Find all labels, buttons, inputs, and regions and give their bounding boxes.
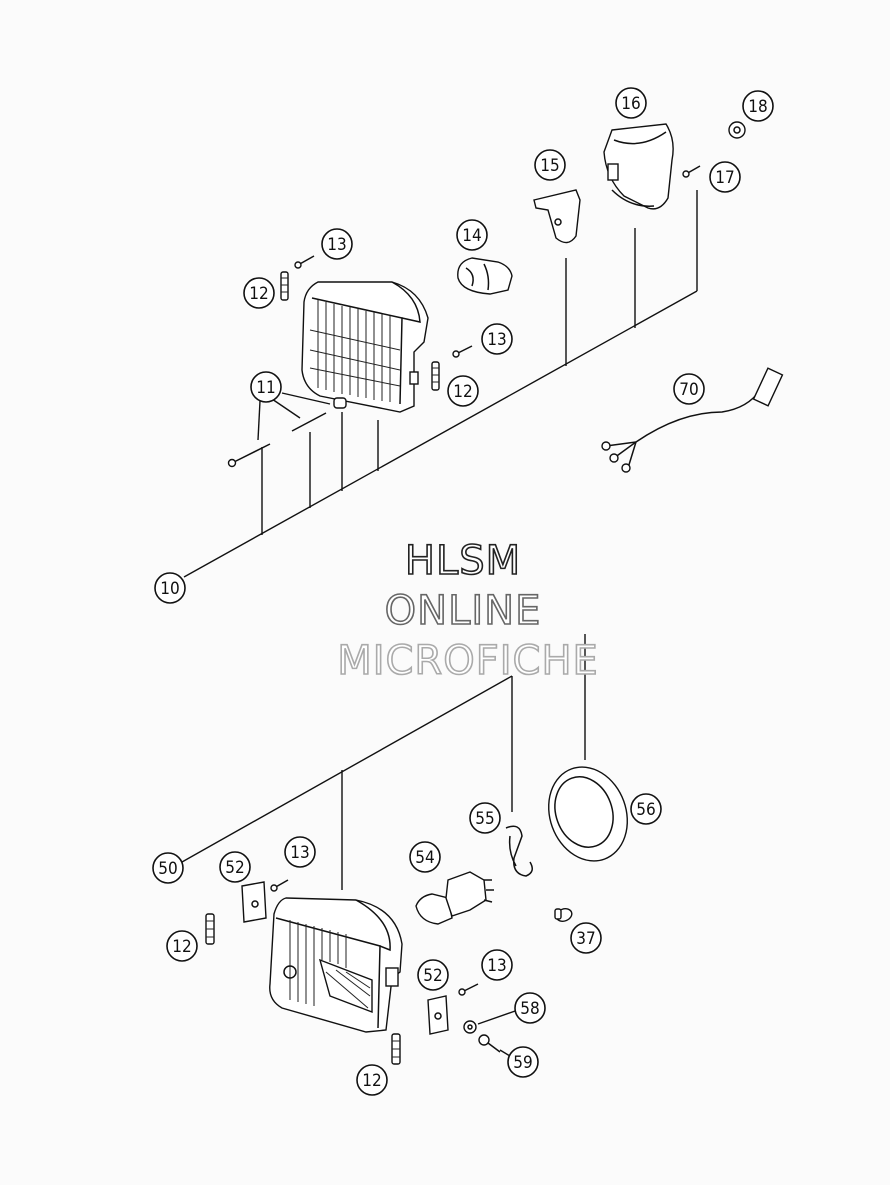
callout-13: 13 [481, 949, 513, 981]
svg-text:13: 13 [487, 956, 506, 976]
svg-text:59: 59 [513, 1053, 532, 1073]
watermark: HLSM ONLINE MICROFICHE [336, 537, 599, 685]
svg-text:50: 50 [158, 859, 177, 879]
callout-70: 70 [673, 373, 705, 405]
bulb-37 [554, 908, 573, 922]
svg-text:54: 54 [415, 848, 434, 868]
screw-13-upper-right [452, 345, 473, 358]
svg-text:58: 58 [520, 999, 539, 1019]
screw-13-lower-left [270, 879, 289, 892]
callout-12: 12 [447, 375, 479, 407]
spring-clip-55 [505, 825, 533, 877]
svg-text:13: 13 [487, 330, 506, 350]
upper-headlight-unit [301, 281, 429, 413]
svg-text:52: 52 [225, 858, 244, 878]
lower-assembly-leaders [181, 634, 586, 890]
spring-12-upper-right [431, 361, 440, 391]
svg-text:56: 56 [636, 800, 655, 820]
cover-16 [603, 123, 674, 210]
svg-text:12: 12 [172, 937, 191, 957]
callout-13: 13 [481, 323, 513, 355]
callout-13: 13 [284, 836, 316, 868]
svg-text:11: 11 [256, 378, 275, 398]
svg-text:13: 13 [327, 235, 346, 255]
svg-text:12: 12 [453, 382, 472, 402]
svg-text:52: 52 [423, 966, 442, 986]
svg-text:16: 16 [621, 94, 640, 114]
svg-text:12: 12 [362, 1071, 381, 1091]
callout-11: 11 [250, 371, 282, 403]
screw-13-upper-left [294, 255, 315, 269]
svg-text:70: 70 [679, 380, 698, 400]
callout-12: 12 [243, 277, 275, 309]
watermark-line-3: MICROFICHE [337, 638, 599, 684]
svg-text:13: 13 [290, 843, 309, 863]
callout-56: 56 [630, 793, 662, 825]
callout-52: 52 [219, 851, 251, 883]
callout-15: 15 [534, 149, 566, 181]
svg-text:18: 18 [748, 97, 767, 117]
wiring-harness-70 [601, 367, 784, 473]
callout-55: 55 [469, 802, 501, 834]
callout-12: 12 [166, 930, 198, 962]
bracket-52-right [427, 995, 449, 1035]
callout-54: 54 [409, 841, 441, 873]
callout-13: 13 [321, 228, 353, 260]
svg-text:17: 17 [715, 168, 734, 188]
bulb-54 [415, 871, 494, 925]
svg-text:10: 10 [160, 579, 179, 599]
bolt-59 [478, 1034, 501, 1053]
callout-59: 59 [507, 1046, 539, 1078]
svg-text:15: 15 [540, 156, 559, 176]
callout-16: 16 [615, 87, 647, 119]
screw-17 [682, 165, 701, 178]
svg-text:14: 14 [462, 226, 481, 246]
callout-58: 58 [514, 992, 546, 1024]
callout-10: 10 [154, 572, 186, 604]
callout-37: 37 [570, 922, 602, 954]
callout-50: 50 [152, 852, 184, 884]
bulb-14 [457, 257, 513, 295]
svg-text:37: 37 [576, 929, 595, 949]
bracket-15 [533, 189, 581, 244]
callout-12: 12 [356, 1064, 388, 1096]
spring-12-lower-left [205, 913, 215, 945]
svg-text:12: 12 [249, 284, 268, 304]
upper-assembly-leaders [183, 190, 698, 578]
retaining-ring-56 [547, 766, 629, 862]
screw-11-parts [227, 397, 347, 468]
spring-12-upper-left [280, 271, 289, 301]
callout-18: 18 [742, 90, 774, 122]
screw-13-lower-right [458, 983, 479, 996]
callout-14: 14 [456, 219, 488, 251]
nut-18 [728, 121, 746, 139]
callout-52: 52 [417, 959, 449, 991]
bracket-52-left [241, 881, 267, 923]
callout-leader-stubs [477, 1009, 519, 1057]
watermark-line-2: ONLINE [385, 588, 542, 634]
spring-12-lower-right [391, 1033, 401, 1065]
watermark-line-1: HLSM [405, 538, 521, 584]
callout-17: 17 [709, 161, 741, 193]
washer-58 [463, 1020, 477, 1034]
svg-text:55: 55 [475, 809, 494, 829]
lower-headlight-unit [269, 897, 403, 1033]
